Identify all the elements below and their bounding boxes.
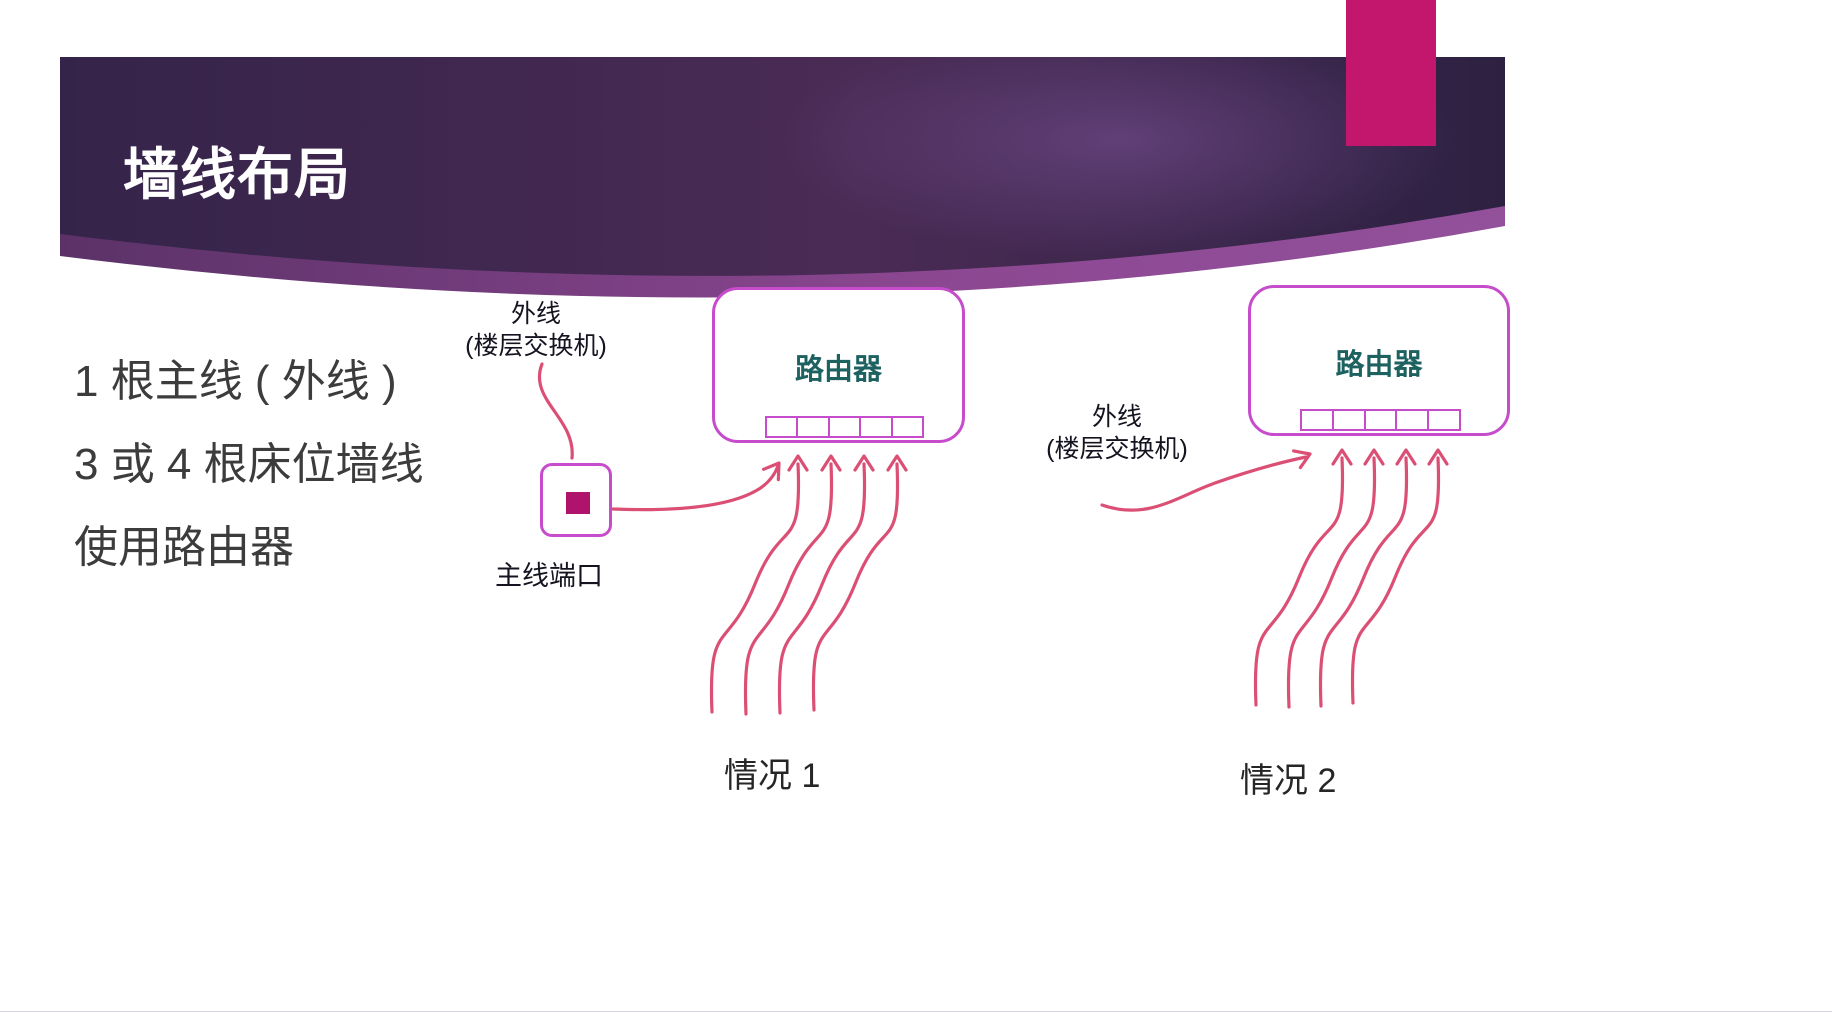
bullet-line-1: 1 根主线 ( 外线 ) [74, 357, 397, 406]
router-port [1331, 409, 1366, 431]
bottom-divider [0, 1011, 1832, 1012]
external-label-case2-line1: 外线 [1091, 403, 1142, 431]
router-port [890, 416, 925, 438]
port-to-router-head [761, 461, 781, 482]
caption-case1: 情况 1 [724, 757, 821, 795]
router-port [827, 416, 862, 438]
page-title: 墙线布局 [123, 143, 351, 206]
external-label-case1-line2: (楼层交换机) [465, 332, 607, 360]
bullet-line-3: 使用路由器 [74, 523, 294, 572]
bed-line-case1-3 [777, 462, 867, 715]
bed-line-case1-4 [811, 462, 900, 712]
router-port [859, 416, 893, 438]
bed-line-case1-2 [743, 462, 834, 716]
port-square-icon [566, 492, 590, 514]
bed-line-case2-4-head [1427, 448, 1449, 466]
router-port [1427, 409, 1461, 431]
caption-case2: 情况 2 [1240, 762, 1337, 800]
external-line-label-case2: 外线 (楼层交换机) [1031, 401, 1203, 465]
bed-line-case2-2 [1286, 456, 1377, 709]
router-port-strip-case1 [765, 416, 925, 438]
accent-bar [1346, 0, 1436, 146]
router-port [1300, 409, 1334, 431]
external-line-label-case1: 外线 (楼层交换机) [450, 298, 622, 362]
router-label-case1: 路由器 [794, 354, 882, 386]
bed-line-case2-1 [1253, 456, 1345, 707]
bed-line-case2-3 [1318, 456, 1409, 708]
bed-line-case2-4 [1350, 456, 1441, 705]
bed-line-case1-3-head [853, 454, 875, 472]
header-swoosh [60, 57, 1505, 298]
bed-line-case2-1-head [1331, 448, 1353, 466]
bed-line-case1-2-head [820, 454, 842, 472]
external-line-case2-head [1292, 449, 1312, 470]
bed-line-case1-4-head [886, 454, 908, 472]
bed-line-case1-1 [709, 462, 801, 714]
router-port [765, 416, 799, 438]
bullet-text-block: 1 根主线 ( 外线 ) 3 或 4 根床位墙线 使用路由器 [74, 340, 424, 589]
router-port [796, 416, 830, 438]
bed-line-case1-1-head [787, 454, 809, 472]
main-line-port-box [540, 463, 612, 537]
port-to-router-line [611, 464, 780, 512]
header-glow [780, 57, 1460, 260]
external-label-case1-line1: 外线 [510, 300, 561, 328]
external-label-case2-line2: (楼层交换机) [1046, 435, 1188, 463]
router-label-case2: 路由器 [1335, 349, 1423, 381]
bed-line-case2-3-head [1395, 448, 1417, 466]
bullet-line-2: 3 或 4 根床位墙线 [74, 440, 424, 489]
router-box-case1: 路由器 [712, 287, 965, 443]
main-port-label: 主线端口 [495, 561, 603, 591]
external-line-case1 [538, 362, 574, 460]
router-port [1395, 409, 1430, 431]
router-box-case2: 路由器 [1248, 285, 1510, 436]
bed-line-case2-2-head [1363, 448, 1385, 466]
router-port [1363, 409, 1398, 431]
router-port-strip-case2 [1300, 409, 1461, 431]
